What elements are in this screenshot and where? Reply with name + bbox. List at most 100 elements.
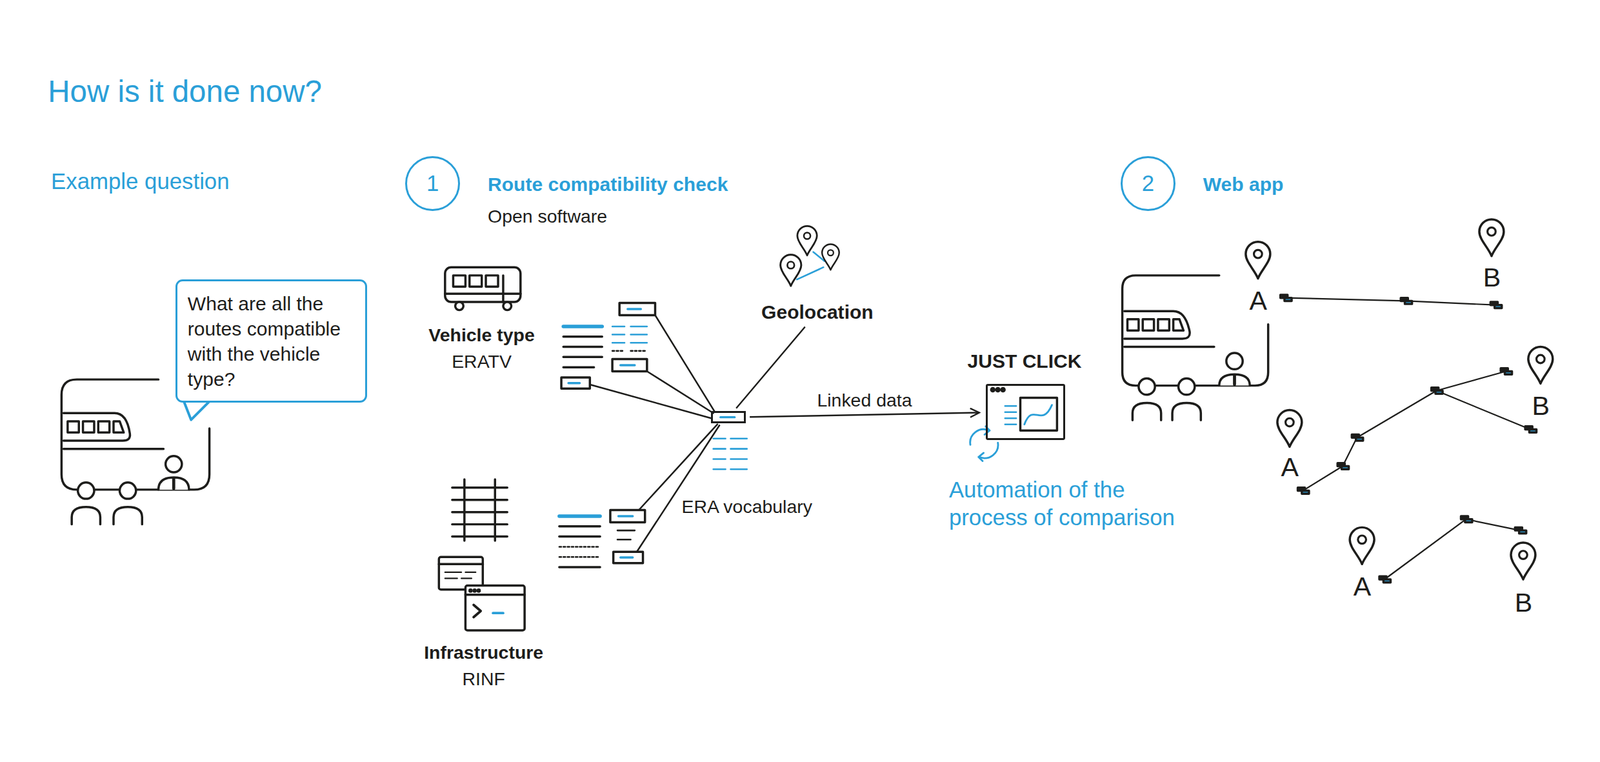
route-pins: [1245, 241, 1271, 279]
infrastructure-data-list: [559, 514, 600, 519]
track-icon: [452, 479, 508, 541]
train-scene: [63, 412, 131, 441]
route-pins: [1277, 410, 1302, 448]
node-text: 1: [426, 170, 439, 198]
data-source: Geolocation: [761, 300, 874, 324]
vehicle-data-list: [627, 307, 642, 310]
route-stations: [1514, 527, 1526, 533]
route-lines: [1302, 370, 1531, 491]
infrastructure-data-list: [559, 424, 720, 568]
refresh-arrows: [978, 452, 984, 462]
train-scene: [1132, 402, 1161, 420]
vehicle-data-list: [568, 381, 580, 384]
vehicle-data-list: [612, 326, 648, 343]
node-text: Geolocation: [761, 300, 874, 324]
vehicle-data-list: [612, 359, 648, 372]
route-stations: [1500, 368, 1512, 375]
geolocation-pins: [780, 225, 840, 286]
route-endpoint: A: [1280, 451, 1299, 484]
route-stations: [1298, 487, 1310, 494]
terminal-icon: [473, 605, 481, 618]
terminal-icon: [465, 593, 525, 596]
geolocation-pins: [821, 243, 840, 270]
train-scene: [78, 482, 95, 499]
speech-bubble: What are all the routes compatible with …: [175, 279, 368, 403]
step-heading: Web app: [1203, 172, 1284, 197]
app-caption: Automation of the process of comparison: [949, 476, 1204, 533]
terminal-icon: [469, 589, 472, 592]
refresh-arrows: [979, 442, 999, 459]
geolocation-pins: [797, 225, 817, 256]
terminal-icon: [465, 585, 525, 631]
train-scene: [113, 507, 142, 525]
train-scene: [1138, 378, 1155, 395]
train-scene: [1173, 319, 1184, 331]
route-endpoint: B: [1532, 390, 1550, 422]
infrastructure-data-list: [636, 424, 720, 553]
vehicle-icon: [501, 275, 504, 302]
vocabulary-list: [713, 412, 748, 470]
train-scene: [1124, 345, 1215, 348]
app-window-content: [1005, 405, 1017, 424]
route-endpoint: A: [1249, 285, 1267, 317]
train-scene: [1124, 310, 1190, 339]
infrastructure-data-list: [559, 546, 600, 557]
vehicle-data-list: [563, 324, 602, 329]
route-pins: [1245, 219, 1553, 580]
app-window-content: [990, 387, 995, 391]
route-stations: [1525, 426, 1537, 433]
vehicle-icon: [485, 275, 499, 287]
route-stations: [1490, 301, 1502, 308]
source-code: RINF: [461, 667, 505, 690]
route-stations: [1431, 387, 1443, 394]
train-scene: [83, 421, 95, 433]
train-scene: [1122, 275, 1269, 386]
infrastructure-data-list: [617, 530, 635, 540]
step-number: 2: [1120, 156, 1176, 211]
refresh-arrows: [970, 426, 999, 462]
vehicle-data-list: [620, 363, 635, 366]
train-scene: [1219, 374, 1250, 386]
route-endpoint: A: [1353, 570, 1371, 603]
route-stations: [1400, 298, 1412, 304]
train-scene: [1142, 319, 1154, 331]
vehicle-data-list: [561, 303, 715, 419]
vehicle-icon: [445, 267, 521, 310]
infrastructure-data-list: [620, 556, 633, 559]
connector: [736, 327, 806, 409]
route-pins: [1479, 219, 1504, 257]
bubble-tail: [183, 401, 210, 420]
terminal-icon: [445, 572, 476, 579]
train-scene: [165, 456, 182, 473]
app-heading: JUST CLICK: [967, 349, 1082, 374]
terminal-icon: [438, 556, 525, 631]
app-window: JUST CLICKAutomation of the process of c…: [985, 383, 1066, 440]
connector-label: Linked data: [814, 389, 915, 411]
source-name: Infrastructure: [423, 641, 544, 664]
page-title: How is it done now?: [47, 73, 322, 111]
train-scene: [119, 482, 136, 499]
vehicle-icon: [445, 292, 521, 295]
terminal-icon: [473, 589, 476, 592]
route-stations: [1337, 463, 1349, 470]
vehicle-icon: [469, 275, 482, 287]
route-lines: [1285, 298, 1497, 306]
train-scene: [1232, 375, 1237, 385]
vehicle-icon: [455, 301, 464, 311]
route-pins: [1528, 347, 1553, 384]
train-scene: [1127, 319, 1139, 331]
section-label: Example question: [50, 168, 230, 196]
app-window-content: [1020, 398, 1057, 431]
train-scene: [63, 447, 164, 450]
infrastructure-data-list: [613, 551, 644, 563]
node-text: 2: [1141, 170, 1155, 198]
connector: [749, 412, 980, 418]
route-pins: [1349, 527, 1375, 564]
train-scene: [158, 477, 190, 490]
infrastructure-data-list: [610, 509, 646, 522]
node-text: What are all the routes compatible with …: [187, 290, 356, 392]
route-stations: [1379, 576, 1391, 582]
app-window-content: [990, 387, 1057, 431]
train-scene: [1158, 319, 1170, 331]
